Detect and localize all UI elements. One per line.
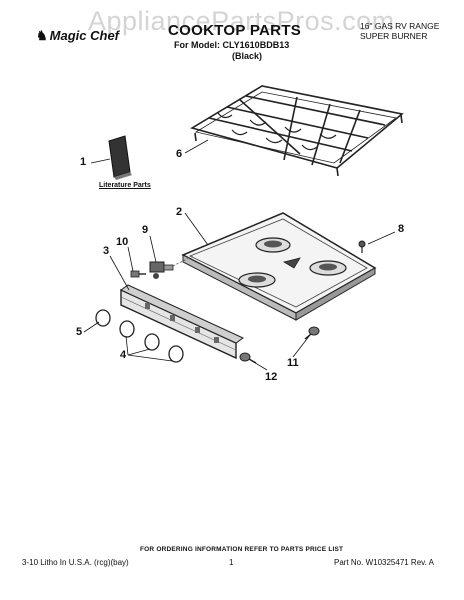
callout-2: 2	[176, 206, 183, 218]
callout-12: 12	[265, 371, 278, 383]
callout-6: 6	[176, 148, 183, 160]
callout-4: 4	[120, 349, 127, 361]
range-line-1: 16" GAS RV RANGE	[360, 21, 440, 31]
watermark: AppliancePartsPros.com	[88, 6, 395, 36]
ordering-note: FOR ORDERING INFORMATION REFER TO PARTS …	[140, 546, 344, 553]
brand-name: Magic Chef	[49, 28, 119, 43]
leader-lines	[83, 139, 396, 371]
control-knobs	[95, 309, 184, 363]
callout-8: 8	[398, 223, 405, 235]
valve-assembly	[149, 255, 194, 279]
grate	[189, 85, 404, 177]
cooktop	[181, 212, 377, 321]
literature-parts-label: Literature Parts	[99, 182, 151, 189]
screw-8	[358, 240, 366, 253]
litho-line: 3-10 Litho In U.S.A. (rcg)(bay)	[22, 558, 129, 567]
callout-10: 10	[116, 236, 129, 248]
page-number: 1	[229, 558, 234, 567]
callout-5: 5	[76, 326, 83, 338]
control-panel	[120, 284, 244, 360]
brand-logo: ♞Magic Chef	[36, 28, 119, 44]
callout-11: 11	[287, 357, 299, 369]
range-description: 16" GAS RV RANGE SUPER BURNER	[360, 21, 439, 41]
range-line-2: SUPER BURNER	[360, 31, 428, 41]
page-title: COOKTOP PARTS	[168, 22, 302, 39]
model-line: For Model: CLY1610BDB13	[174, 40, 290, 50]
color-line: (Black)	[232, 51, 263, 61]
screw-10	[130, 270, 146, 278]
callout-3: 3	[103, 245, 110, 257]
literature-booklet	[108, 135, 132, 180]
chef-hat-icon: ♞	[36, 28, 48, 43]
screw-11	[304, 326, 320, 340]
callout-9: 9	[142, 224, 149, 236]
part-number: Part No. W10325471 Rev. A	[334, 558, 434, 567]
callout-1: 1	[80, 156, 87, 168]
